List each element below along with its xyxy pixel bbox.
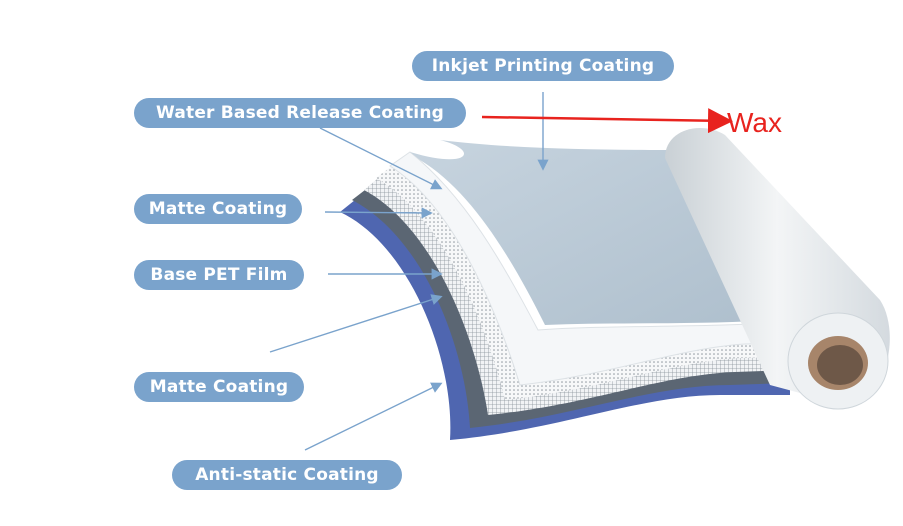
label-anti-static-coating: Anti-static Coating	[172, 460, 402, 490]
pointer-matte-bottom	[269, 294, 443, 353]
pointer-release	[319, 127, 443, 190]
label-inkjet-printing-coating: Inkjet Printing Coating	[412, 51, 674, 81]
label-matte-coating-bottom: Matte Coating	[134, 372, 304, 402]
wax-annotation: Wax	[727, 107, 782, 138]
pointer-matte-top	[324, 207, 433, 219]
roll-core-hole	[817, 345, 863, 385]
label-matte-coating-top: Matte Coating	[134, 194, 302, 224]
label-water-based-release-coating: Water Based Release Coating	[134, 98, 466, 128]
label-base-pet-film: Base PET Film	[134, 260, 304, 290]
wax-arrow	[481, 108, 733, 134]
pointer-antistatic	[304, 382, 443, 451]
